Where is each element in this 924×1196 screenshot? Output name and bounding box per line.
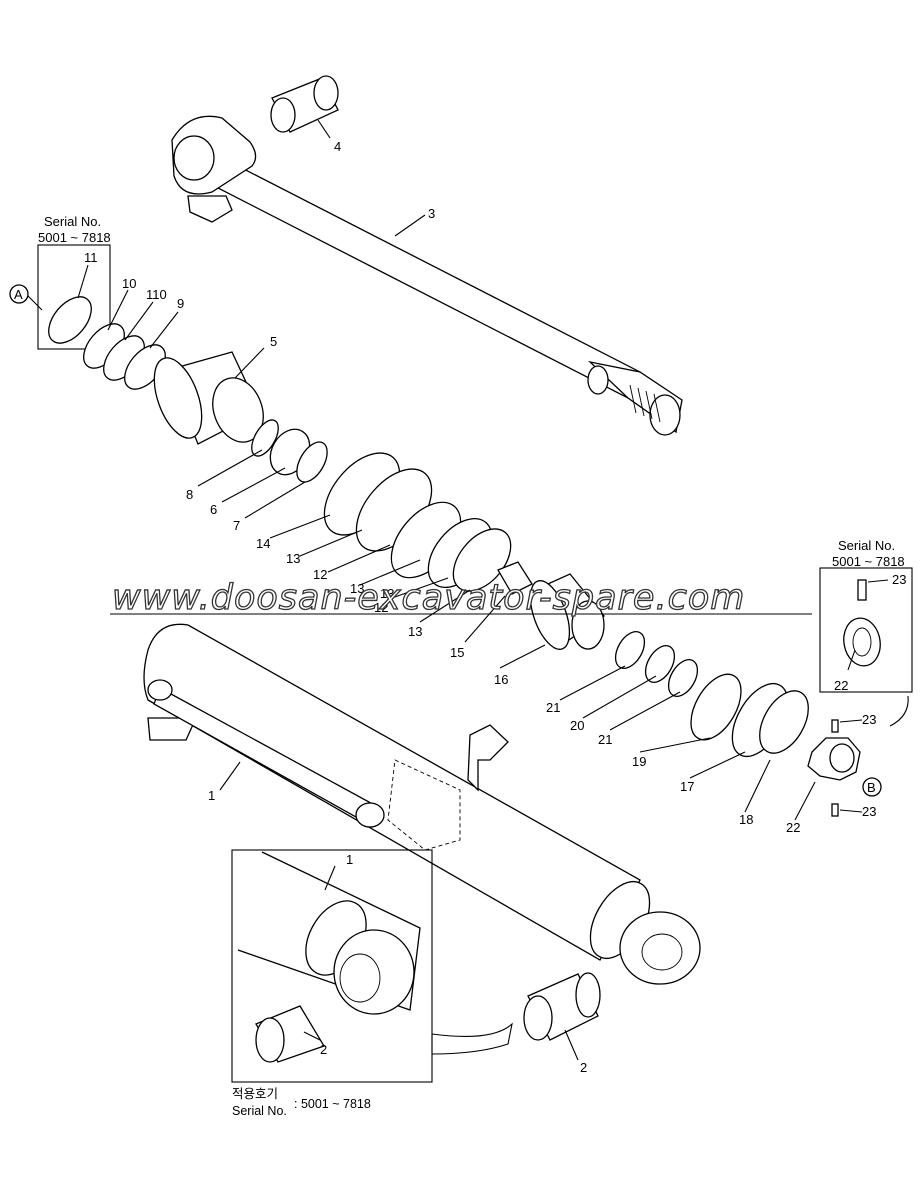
callout-22b[interactable]: 22: [834, 678, 848, 693]
serial-box-right: [819, 567, 913, 693]
callout-7[interactable]: 7: [233, 518, 240, 533]
callout-10[interactable]: 10: [122, 276, 136, 291]
svg-text:B: B: [867, 780, 876, 795]
small-seals[interactable]: [246, 416, 333, 487]
svg-text:A: A: [14, 287, 23, 302]
callout-11[interactable]: 11: [84, 250, 98, 265]
callout-2-inset[interactable]: 2: [320, 1042, 327, 1057]
o-rings[interactable]: [310, 439, 522, 601]
marker-a[interactable]: A: [9, 284, 29, 304]
inset-pointer-arrow: [431, 1022, 513, 1055]
serial-title-left: Serial No.: [44, 214, 101, 229]
callout-13c[interactable]: 13: [380, 586, 394, 601]
callout-13b[interactable]: 13: [350, 581, 364, 596]
cylinder-tube[interactable]: [143, 623, 701, 985]
watermark: www.doosan-excavator-spare.com: [112, 578, 745, 618]
callout-19[interactable]: 19: [632, 754, 646, 769]
piston-rod[interactable]: [171, 115, 683, 436]
inset-box: [231, 849, 433, 1083]
callout-21b[interactable]: 21: [598, 732, 612, 747]
serial-title-right: Serial No.: [838, 538, 895, 553]
callout-23a[interactable]: 23: [892, 572, 906, 587]
callout-13d[interactable]: 13: [408, 624, 422, 639]
marker-b[interactable]: B: [862, 777, 882, 797]
callout-20[interactable]: 20: [570, 718, 584, 733]
inset-korean-label: 적용호기: [232, 1087, 278, 1101]
callout-1-inset[interactable]: 1: [346, 852, 353, 867]
callout-13a[interactable]: 13: [286, 551, 300, 566]
callout-17[interactable]: 17: [680, 779, 694, 794]
rod-cover[interactable]: [145, 351, 272, 450]
seal-rings[interactable]: [76, 316, 173, 396]
leader-lines: [27, 119, 889, 1061]
callout-110[interactable]: 110: [146, 287, 167, 302]
wiper-ring[interactable]: [40, 289, 99, 351]
callout-14[interactable]: 14: [256, 536, 270, 551]
serial-range-left: 5001 ~ 7818: [38, 230, 111, 245]
callout-1[interactable]: 1: [208, 788, 215, 803]
inset-serial-label: Serial No.: [232, 1104, 287, 1118]
callout-23b[interactable]: 23: [862, 712, 876, 727]
callout-23c[interactable]: 23: [862, 804, 876, 819]
callout-5[interactable]: 5: [270, 334, 277, 349]
callout-18[interactable]: 18: [739, 812, 753, 827]
serial-range-right: 5001 ~ 7818: [832, 554, 905, 569]
rod-bushing[interactable]: [270, 75, 339, 133]
tube-bushing[interactable]: [523, 972, 601, 1041]
callout-2[interactable]: 2: [580, 1060, 587, 1075]
callout-15[interactable]: 15: [450, 645, 464, 660]
callout-8[interactable]: 8: [186, 487, 193, 502]
inset-serial-range: : 5001 ~ 7818: [294, 1097, 371, 1111]
callout-6[interactable]: 6: [210, 502, 217, 517]
callout-4[interactable]: 4: [334, 139, 341, 154]
piston-seals[interactable]: [610, 627, 819, 766]
callout-16[interactable]: 16: [494, 672, 508, 687]
cushion-ring[interactable]: [497, 561, 533, 595]
callout-12b[interactable]: 12: [374, 600, 388, 615]
callout-12a[interactable]: 12: [313, 567, 327, 582]
serial-box-left: [37, 244, 111, 350]
piston-nut[interactable]: [807, 719, 861, 817]
piston[interactable]: [523, 573, 605, 654]
callout-22a[interactable]: 22: [786, 820, 800, 835]
callout-9[interactable]: 9: [177, 296, 184, 311]
right-pointer-arrow: [889, 695, 909, 727]
callout-21a[interactable]: 21: [546, 700, 560, 715]
callout-3[interactable]: 3: [428, 206, 435, 221]
inset-tube-end[interactable]: [237, 851, 421, 1063]
nut-inset[interactable]: [840, 579, 884, 669]
